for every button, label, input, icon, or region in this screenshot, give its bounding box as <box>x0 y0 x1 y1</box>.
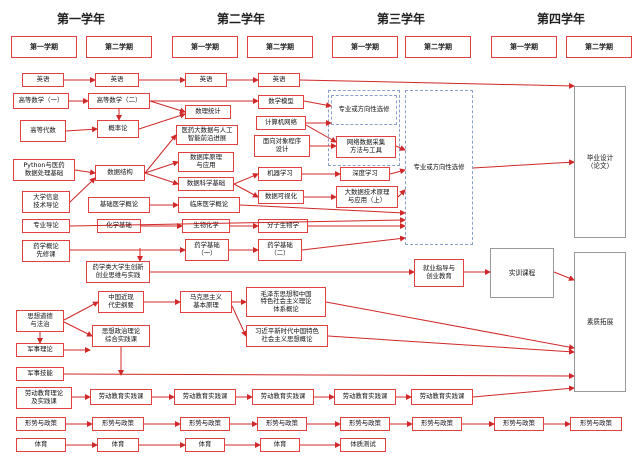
course-pharm-intro: 药学概论 先修课 <box>22 240 70 262</box>
practice-box: 实训课程 <box>490 248 554 298</box>
course-pe-2: 体育 <box>97 438 139 452</box>
semester-y4s1: 第一学期 <box>491 36 557 58</box>
course-network: 计算机网络 <box>256 116 306 130</box>
course-chemistry: 化学基础 <box>97 219 141 233</box>
course-data-sci: 数据科学基础 <box>178 177 234 191</box>
course-basic-med: 基础医学概论 <box>88 197 150 213</box>
course-labor-theory: 劳动教育理论 及实践课 <box>16 387 72 409</box>
course-pe-test: 体质测试 <box>340 438 386 452</box>
course-visualization: 数据可视化 <box>258 190 304 204</box>
course-data-structure: 数据结构 <box>95 165 145 181</box>
course-oop: 面向对象程序 设计 <box>254 135 310 157</box>
course-biochem: 生物化学 <box>182 219 230 233</box>
course-xi: 习近平新时代中国特色 社会主义思想概论 <box>246 325 328 347</box>
thesis-box: 毕业设计 （论文） <box>574 86 626 238</box>
course-labor-practice-2: 劳动教育实践课 <box>90 389 152 405</box>
course-situation-5: 形势与政策 <box>340 417 390 431</box>
course-major-intro: 专业导论 <box>22 219 70 233</box>
course-ml: 机器学习 <box>258 167 302 181</box>
course-ideology: 思想政治理论 综合实践课 <box>92 325 150 347</box>
course-net-collect: 网络数据采集 方法与工具 <box>336 136 396 158</box>
course-english-2: 英语 <box>95 73 139 87</box>
course-situation-6: 形势与政策 <box>412 417 462 431</box>
course-mol-bio: 分子生物学 <box>258 219 308 233</box>
semester-y4s2: 第二学期 <box>566 36 632 58</box>
course-math-1: 高等数学（一） <box>13 93 69 109</box>
course-labor-practice-3: 劳动教育实践课 <box>174 389 236 405</box>
course-career: 就业指导与 创业教育 <box>414 259 464 287</box>
semester-y2s1: 第一学期 <box>172 36 238 58</box>
course-deep-learning: 深度学习 <box>340 167 390 181</box>
course-db-principle: 数据库原理 与应用 <box>178 152 234 172</box>
course-pharm-2: 药学基础 （二） <box>258 239 302 261</box>
course-situation-1: 形势与政策 <box>16 417 66 431</box>
course-situation-7: 形势与政策 <box>494 417 544 431</box>
quality-box: 素质拓展 <box>574 252 626 392</box>
course-med-bigdata-ai: 医药大数据与人工 智能前沿进展 <box>176 125 238 145</box>
year-1-header: 第一学年 <box>56 12 105 26</box>
course-labor-practice-6: 劳动教育实践课 <box>411 389 473 405</box>
semester-y2s2: 第二学期 <box>247 36 313 58</box>
course-bigdata-tech: 大数据技术原理 与应用（上） <box>336 186 398 208</box>
course-english-1: 英语 <box>22 73 64 87</box>
year-2-header: 第二学年 <box>216 12 265 26</box>
course-labor-practice-5: 劳动教育实践课 <box>334 389 396 405</box>
course-clinical-med: 临床医学概论 <box>178 197 240 213</box>
course-military-skill: 军事技能 <box>16 367 64 381</box>
course-innovation: 药学类大学生创新 创业思维与实践 <box>86 261 150 283</box>
course-algebra: 高等代数 <box>20 120 66 142</box>
course-probability: 概率论 <box>97 120 139 138</box>
course-english-3: 英语 <box>185 73 227 87</box>
course-situation-3: 形势与政策 <box>180 417 230 431</box>
course-labor-practice-4: 劳动教育实践课 <box>252 389 314 405</box>
course-situation-4: 形势与政策 <box>257 417 307 431</box>
course-stats: 数理统计 <box>185 105 231 119</box>
course-mao: 毛泽东思想和中国 特色社会主义理论 体系概论 <box>246 287 326 317</box>
year-4-header: 第四学年 <box>536 12 585 26</box>
course-python: Python与医药 数据处理基础 <box>13 159 75 181</box>
semester-y3s2: 第二学期 <box>405 36 471 58</box>
course-situation-8: 形势与政策 <box>570 417 622 431</box>
semester-y1s2: 第二学期 <box>86 36 152 58</box>
course-marxism: 马克思主义 基本原理 <box>180 291 232 313</box>
semester-y1s1: 第一学期 <box>11 36 77 58</box>
course-pe-3: 体育 <box>185 438 225 452</box>
year-3-header: 第三学年 <box>376 12 425 26</box>
course-english-4: 英语 <box>258 73 300 87</box>
course-pharm-1: 药学基础 （一） <box>185 239 229 261</box>
course-pe-4: 体育 <box>260 438 300 452</box>
course-modern-history: 中国近现 代史纲要 <box>98 291 144 313</box>
course-military-theory: 军事理论 <box>16 343 64 357</box>
semester-y3s1: 第一学期 <box>332 36 398 58</box>
course-info-tech: 大学信息 技术导论 <box>22 191 70 213</box>
course-math-model: 数学模型 <box>258 95 304 109</box>
course-ethics: 思想道德 与法治 <box>16 310 64 332</box>
elective-direction-b: 专业或方向性选修 <box>405 90 473 245</box>
course-situation-2: 形势与政策 <box>92 417 144 431</box>
course-math-2: 高等数学（二） <box>88 93 150 109</box>
elective-direction-a: 专业或方向性选修 <box>331 95 397 125</box>
course-pe-1: 体育 <box>16 438 66 452</box>
